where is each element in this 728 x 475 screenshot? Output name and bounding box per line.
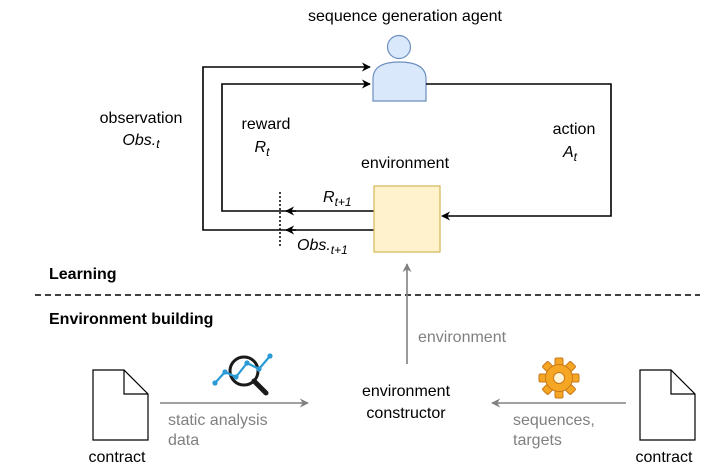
sequences-line1: sequences,: [513, 412, 595, 429]
action-symbol: At: [562, 144, 578, 164]
action-arrow: [426, 83, 612, 221]
static-analysis-line1: static analysis: [168, 412, 268, 429]
action-label: action: [553, 121, 596, 138]
environment-arrow-label: environment: [418, 329, 507, 346]
left-contract-label: contract: [89, 449, 146, 466]
environment-box: [373, 185, 441, 253]
agent-user-icon: [372, 34, 427, 102]
reward-arrow: [221, 79, 374, 212]
static-analysis-line2: data: [168, 432, 199, 449]
right-contract-label: contract: [636, 449, 693, 466]
reward-label: reward: [242, 116, 291, 133]
obs-next-label: Obs.t+1: [297, 237, 348, 257]
building-section-title: Environment building: [49, 311, 213, 328]
sequences-line2: targets: [513, 432, 562, 449]
constructor-line2: constructor: [366, 405, 446, 422]
agent-title: sequence generation agent: [308, 8, 502, 25]
left-contract-document-icon: [92, 369, 149, 441]
learning-section-title: Learning: [49, 266, 117, 283]
constructor-line1: environment: [362, 383, 451, 400]
magnifier-chart-icon: [212, 353, 273, 396]
gear-icon: [538, 357, 580, 399]
observation-label: observation: [100, 110, 183, 127]
reward-symbol: Rt: [255, 139, 271, 159]
reward-next-label: Rt+1: [323, 189, 352, 209]
environment-label: environment: [361, 155, 450, 172]
obs-t-label: Obs.t: [122, 132, 160, 151]
right-contract-document-icon: [639, 369, 696, 441]
